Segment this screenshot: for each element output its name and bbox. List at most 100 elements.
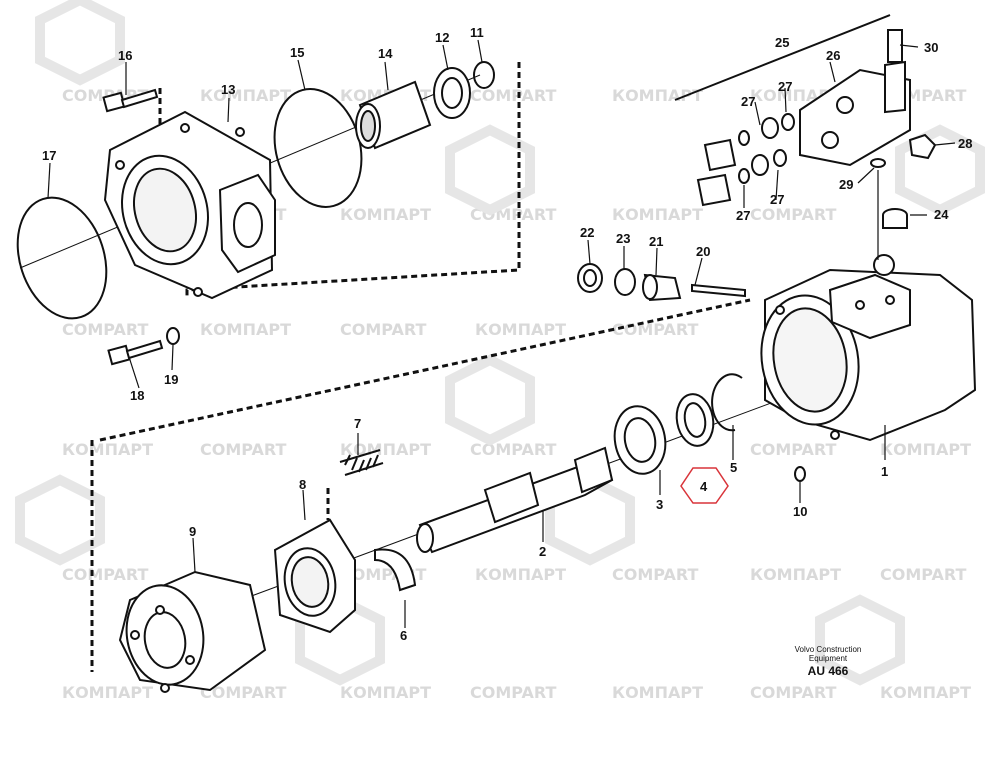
part-27-fittings	[696, 113, 795, 207]
callout-23[interactable]: 23	[616, 231, 630, 246]
callout-19[interactable]: 19	[164, 372, 178, 387]
svg-text:КОМПАРТ: КОМПАРТ	[475, 565, 566, 584]
callout-14[interactable]: 14	[378, 46, 393, 61]
svg-text:КОМПАРТ: КОМПАРТ	[612, 86, 703, 105]
part-5-circlip	[711, 373, 743, 432]
svg-text:COMPART: COMPART	[200, 440, 287, 459]
svg-text:COMPART: COMPART	[612, 320, 699, 339]
svg-text:COMPART: COMPART	[470, 86, 557, 105]
svg-text:КОМПАРТ: КОМПАРТ	[340, 440, 431, 459]
highlight-hexagon-part-4	[680, 467, 729, 504]
callout-17[interactable]: 17	[42, 148, 56, 163]
part-8-swash-plate	[273, 518, 356, 634]
callout-11[interactable]: 11	[470, 25, 484, 40]
callout-18[interactable]: 18	[130, 388, 144, 403]
callout-7[interactable]: 7	[354, 416, 361, 431]
part-21-piston	[642, 273, 682, 302]
callout-26[interactable]: 26	[826, 48, 840, 63]
callout-1[interactable]: 1	[881, 464, 888, 479]
part-13-end-cover	[103, 110, 276, 300]
callout-2[interactable]: 2	[539, 544, 546, 559]
part-16-bolt	[102, 88, 159, 113]
leader-lines	[47, 39, 956, 628]
svg-text:КОМПАРТ: КОМПАРТ	[62, 440, 153, 459]
part-20-pin	[691, 283, 746, 298]
callout-4[interactable]: 4	[700, 479, 708, 494]
part-4-seal	[675, 393, 715, 447]
part-18-bolt	[107, 339, 164, 366]
callout-21[interactable]: 21	[649, 234, 663, 249]
callout-9[interactable]: 9	[189, 524, 196, 539]
svg-text:КОМПАРТ: КОМПАРТ	[200, 320, 291, 339]
part-25-bracket	[674, 14, 891, 101]
part-1-pump-housing	[760, 254, 977, 442]
callout-27-a[interactable]: 27	[741, 94, 755, 109]
footer-line-1: Volvo Construction	[795, 645, 862, 654]
svg-text:КОМПАРТ: КОМПАРТ	[340, 683, 431, 702]
part-12-bearing	[433, 67, 471, 119]
svg-text:COMPART: COMPART	[62, 320, 149, 339]
part-14-bushing	[355, 80, 432, 150]
callout-12[interactable]: 12	[435, 30, 449, 45]
part-11-circlip	[473, 61, 495, 89]
svg-text:COMPART: COMPART	[612, 565, 699, 584]
watermark-row-3: COMPART КОМПАРТ COMPART КОМПАРТ COMPART	[62, 320, 699, 339]
footer-line-2: Equipment	[809, 654, 848, 663]
callout-27-b[interactable]: 27	[778, 79, 792, 94]
part-2-drive-shaft	[416, 446, 614, 554]
svg-text:COMPART: COMPART	[200, 683, 287, 702]
svg-text:COMPART: COMPART	[750, 205, 837, 224]
callout-22[interactable]: 22	[580, 225, 594, 240]
callout-6[interactable]: 6	[400, 628, 407, 643]
callout-13[interactable]: 13	[221, 82, 235, 97]
svg-text:COMPART: COMPART	[340, 320, 427, 339]
part-7-spring	[339, 449, 384, 476]
callout-30[interactable]: 30	[924, 40, 938, 55]
callout-27-d[interactable]: 27	[770, 192, 784, 207]
callout-25[interactable]: 25	[775, 35, 789, 50]
svg-text:КОМПАРТ: КОМПАРТ	[612, 683, 703, 702]
part-22-plug	[577, 263, 603, 293]
footer-code: AU 466	[808, 664, 849, 678]
watermark-row-4: КОМПАРТ COMPART КОМПАРТ COMPART COMPART …	[62, 440, 971, 459]
dashed-guides	[90, 62, 751, 672]
callout-8[interactable]: 8	[299, 477, 306, 492]
part-26-valve-block	[799, 29, 911, 167]
callout-24[interactable]: 24	[934, 207, 949, 222]
svg-text:КОМПАРТ: КОМПАРТ	[62, 683, 153, 702]
callout-27-c[interactable]: 27	[736, 208, 750, 223]
part-3-bearing	[613, 405, 667, 475]
svg-text:КОМПАРТ: КОМПАРТ	[880, 683, 971, 702]
callout-16[interactable]: 16	[118, 48, 132, 63]
footer-label: Volvo Construction Equipment AU 466	[795, 645, 862, 678]
svg-text:COMPART: COMPART	[750, 683, 837, 702]
part-23-ring	[614, 268, 636, 296]
svg-text:COMPART: COMPART	[880, 565, 967, 584]
svg-text:COMPART: COMPART	[470, 683, 557, 702]
svg-text:КОМПАРТ: КОМПАРТ	[475, 320, 566, 339]
part-24-plug	[882, 208, 908, 229]
svg-text:КОМПАРТ: КОМПАРТ	[340, 205, 431, 224]
callout-15[interactable]: 15	[290, 45, 304, 60]
part-17-oring	[16, 196, 108, 320]
callout-3[interactable]: 3	[656, 497, 663, 512]
svg-text:КОМПАРТ: КОМПАРТ	[200, 86, 291, 105]
part-6-half-ring	[374, 548, 417, 592]
svg-text:COMPART: COMPART	[750, 440, 837, 459]
callout-10[interactable]: 10	[793, 504, 807, 519]
part-28-bolt	[908, 133, 937, 160]
callout-20[interactable]: 20	[696, 244, 710, 259]
callout-29[interactable]: 29	[839, 177, 853, 192]
part-10-oring	[794, 466, 806, 482]
part-19-washer	[166, 327, 180, 345]
callout-labels: 1 2 3 4 5 6 7 8 9 10 11 12 13 14 15 16 1…	[42, 25, 972, 643]
svg-text:КОМПАРТ: КОМПАРТ	[880, 440, 971, 459]
part-29-oring	[870, 158, 886, 168]
svg-text:КОМПАРТ: КОМПАРТ	[612, 205, 703, 224]
svg-text:COMPART: COMPART	[62, 565, 149, 584]
watermark-row-6: КОМПАРТ COMPART КОМПАРТ COMPART КОМПАРТ …	[62, 683, 971, 702]
callout-5[interactable]: 5	[730, 460, 737, 475]
callout-28[interactable]: 28	[958, 136, 972, 151]
part-9-cylinder-block	[118, 570, 267, 693]
